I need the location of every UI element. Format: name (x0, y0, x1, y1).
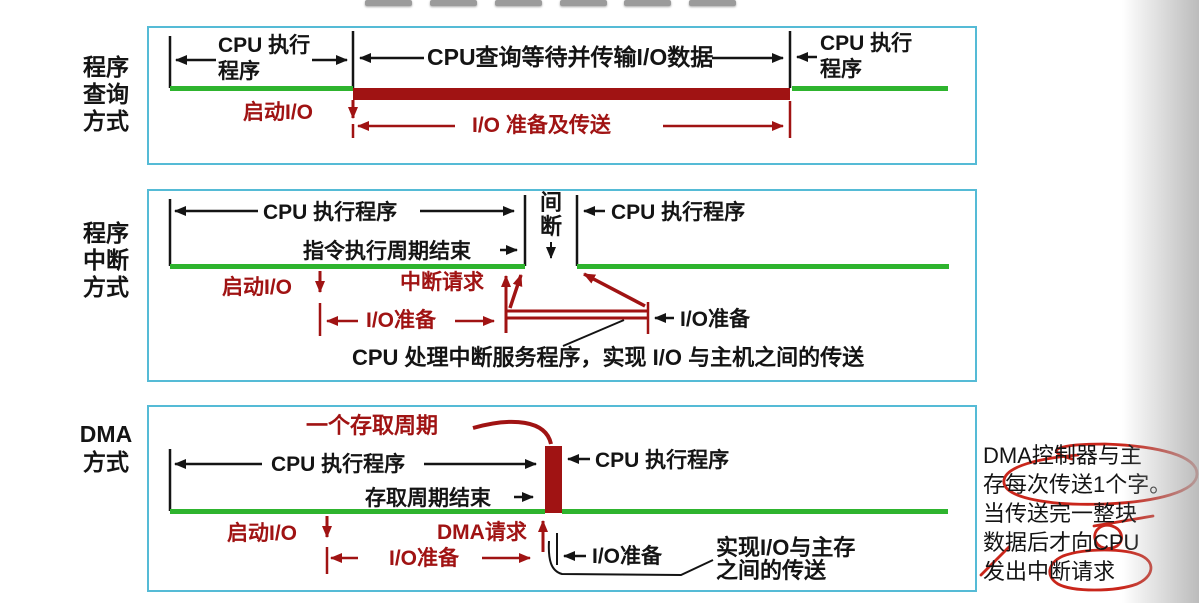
caption-line: 程序 (83, 220, 129, 246)
panel-dma (147, 405, 977, 592)
caption-line: 查询 (83, 81, 129, 107)
io-prepare-label: I/O准备 (680, 308, 751, 331)
panel-program-interrupt (147, 189, 977, 382)
note-line: 数据后才向CPU (983, 530, 1140, 555)
cpu-exec-right-label: CPU 执行程序 (611, 201, 746, 224)
io-prepare-label: I/O准备 (592, 545, 663, 568)
cpu-exec-right-label: CPU 执行程序 (595, 449, 730, 472)
top-edge-thumbnail (560, 0, 607, 6)
transfer-note: 实现I/O与主存 之间的传送 (716, 536, 855, 582)
caption-line: 程序 (83, 54, 129, 80)
cpu-wait-transfer-label: CPU查询等待并传输I/O数据 (427, 44, 714, 70)
gap-label: 间 断 (537, 191, 565, 239)
caption-line: DMA (79, 421, 133, 447)
caption-dma: DMA 方式 (74, 420, 138, 476)
caption-programmed-query: 程序 查询 方式 (74, 54, 138, 135)
top-edge-thumbnail (689, 0, 736, 6)
start-io-label: 启动I/O (243, 101, 314, 124)
label-line: 程序 (218, 60, 260, 83)
note-line: 当传送完一整块 (983, 501, 1138, 526)
note-line: DMA控制器与主 (983, 443, 1142, 468)
cpu-exec-left-label: CPU 执行程序 (263, 201, 398, 224)
caption-program-interrupt: 程序 中断 方式 (74, 220, 138, 301)
caption-line: 方式 (83, 274, 129, 300)
top-edge-thumbnail (365, 0, 412, 6)
label-line: 之间的传送 (716, 558, 827, 583)
start-io-label: 启动I/O (222, 276, 293, 299)
access-cycle-label: 一个存取周期 (306, 413, 439, 438)
start-io-label: 启动I/O (227, 522, 298, 545)
label-line: CPU 执行 (218, 34, 311, 57)
caption-line: 中断 (83, 247, 129, 273)
label-line: 实现I/O与主存 (716, 535, 856, 560)
interrupt-request-label: 中断请求 (400, 271, 484, 294)
instruction-cycle-end-label: 指令执行周期结束 (303, 240, 471, 263)
access-cycle-end-label: 存取周期结束 (365, 487, 491, 510)
interrupt-service-note: CPU 处理中断服务程序，实现 I/O 与主机之间的传送 (352, 345, 865, 370)
top-edge-thumbnail (430, 0, 477, 6)
note-line: 发出中断请求 (983, 559, 1116, 584)
cpu-exec-left-label: CPU 执行程序 (271, 453, 406, 476)
label-line: 程序 (820, 58, 862, 81)
top-edge-thumbnail (495, 0, 542, 6)
dma-side-note: DMA控制器与主 存每次传送1个字。 当传送完一整块 数据后才向CPU 发出中断… (983, 441, 1171, 586)
top-edge-thumbnail (624, 0, 671, 6)
cpu-exec-left-label: CPU 执行 程序 (218, 33, 310, 85)
label-line: CPU 执行 (820, 32, 913, 55)
caption-line: 方式 (83, 108, 129, 134)
caption-line: 方式 (83, 449, 129, 475)
io-prepare-transfer-label: I/O 准备及传送 (472, 114, 611, 137)
dma-request-label: DMA请求 (437, 521, 527, 544)
io-prepare-label: I/O准备 (389, 547, 460, 570)
page-edge-gradient (1122, 0, 1199, 603)
io-prepare-label: I/O准备 (366, 309, 437, 332)
label-line: 断 (539, 214, 562, 239)
cpu-exec-right-label: CPU 执行 程序 (820, 31, 912, 83)
label-line: 间 (539, 190, 562, 215)
